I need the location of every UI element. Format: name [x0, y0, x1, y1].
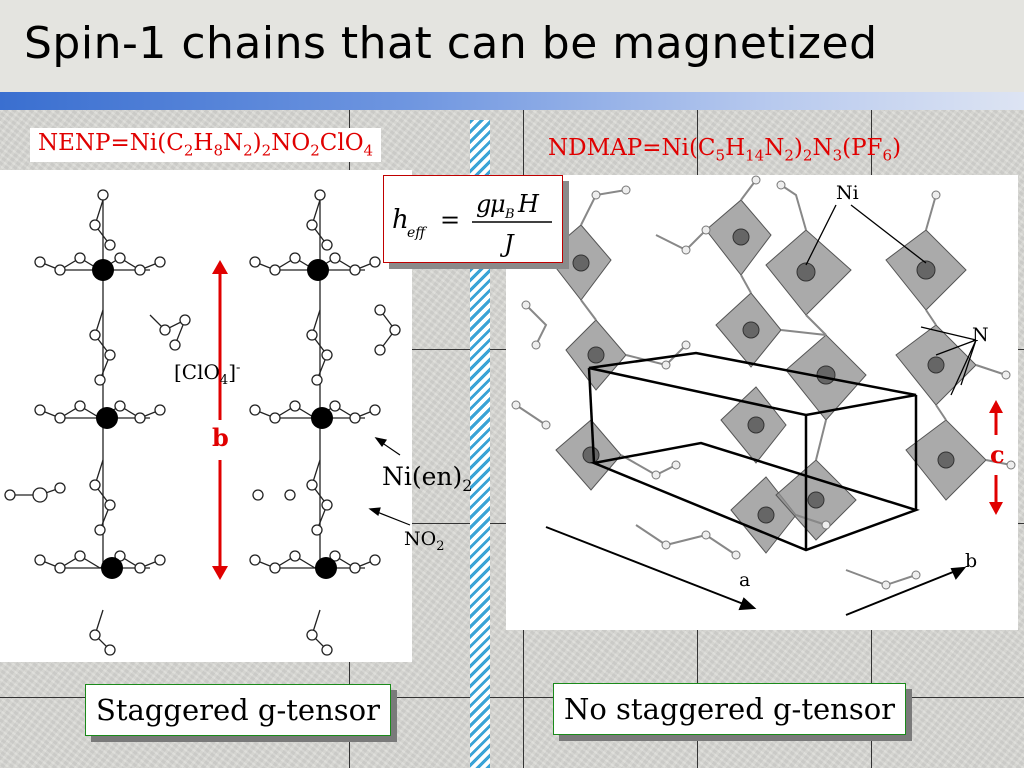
pointer-arrows	[368, 437, 411, 526]
atom-pointer-lines	[805, 204, 977, 396]
eq-lhs-sub: eff	[407, 225, 427, 241]
nenp-caption: Staggered g-tensor	[85, 684, 391, 736]
eq-equals: =	[440, 206, 460, 234]
ni-atom	[311, 407, 333, 429]
c-axis-arrow	[989, 400, 1003, 515]
eq-num-h: H	[517, 190, 540, 218]
unit-cell-box	[587, 351, 920, 552]
b-axis-label: b	[212, 423, 229, 452]
ni-label: Ni	[836, 182, 859, 204]
nenp-chain-diagram	[4, 189, 411, 656]
no2-label: NO2	[404, 528, 445, 554]
ni-atom	[307, 259, 329, 281]
ni-en2-label: Ni(en)2	[382, 462, 473, 495]
clo4-label: [ClO4]-	[174, 360, 241, 388]
b-axis-arrow	[212, 260, 228, 580]
eq-num-g: g	[476, 190, 491, 218]
n-label: N	[972, 324, 989, 346]
eq-num-mu: μ	[490, 190, 506, 218]
grid-line	[0, 697, 1024, 698]
ni-atom	[101, 557, 123, 579]
slide-title: Spin-1 chains that can be magnetized	[24, 18, 878, 69]
title-underline-bar	[0, 92, 1024, 110]
nenp-structure-figure	[0, 170, 412, 662]
b-axis-label-right: b	[965, 550, 978, 572]
effective-field-equation: h eff = g μ B H J	[383, 175, 563, 263]
a-axis-label: a	[739, 569, 751, 591]
title-band	[0, 0, 1024, 92]
eq-lhs: h	[392, 205, 409, 235]
ni-atom	[92, 259, 114, 281]
ndmap-formula: NDMAP=Ni(C5H14N2)2N3(PF6)	[548, 135, 902, 165]
ndmap-caption: No staggered g-tensor	[553, 683, 907, 735]
ni-atom	[96, 407, 118, 429]
nenp-formula: NENP=Ni(C2H8N2)2NO2ClO4	[30, 128, 382, 162]
eq-num-sub: B	[504, 207, 515, 222]
eq-den: J	[499, 230, 515, 258]
ni-atom	[315, 557, 337, 579]
ndmap-lattice-diagram	[511, 175, 1016, 616]
ndmap-structure-figure	[506, 175, 1018, 630]
c-axis-label: c	[990, 440, 1005, 469]
lattice-axis-arrows	[545, 526, 967, 616]
divider-stripe	[470, 120, 490, 768]
